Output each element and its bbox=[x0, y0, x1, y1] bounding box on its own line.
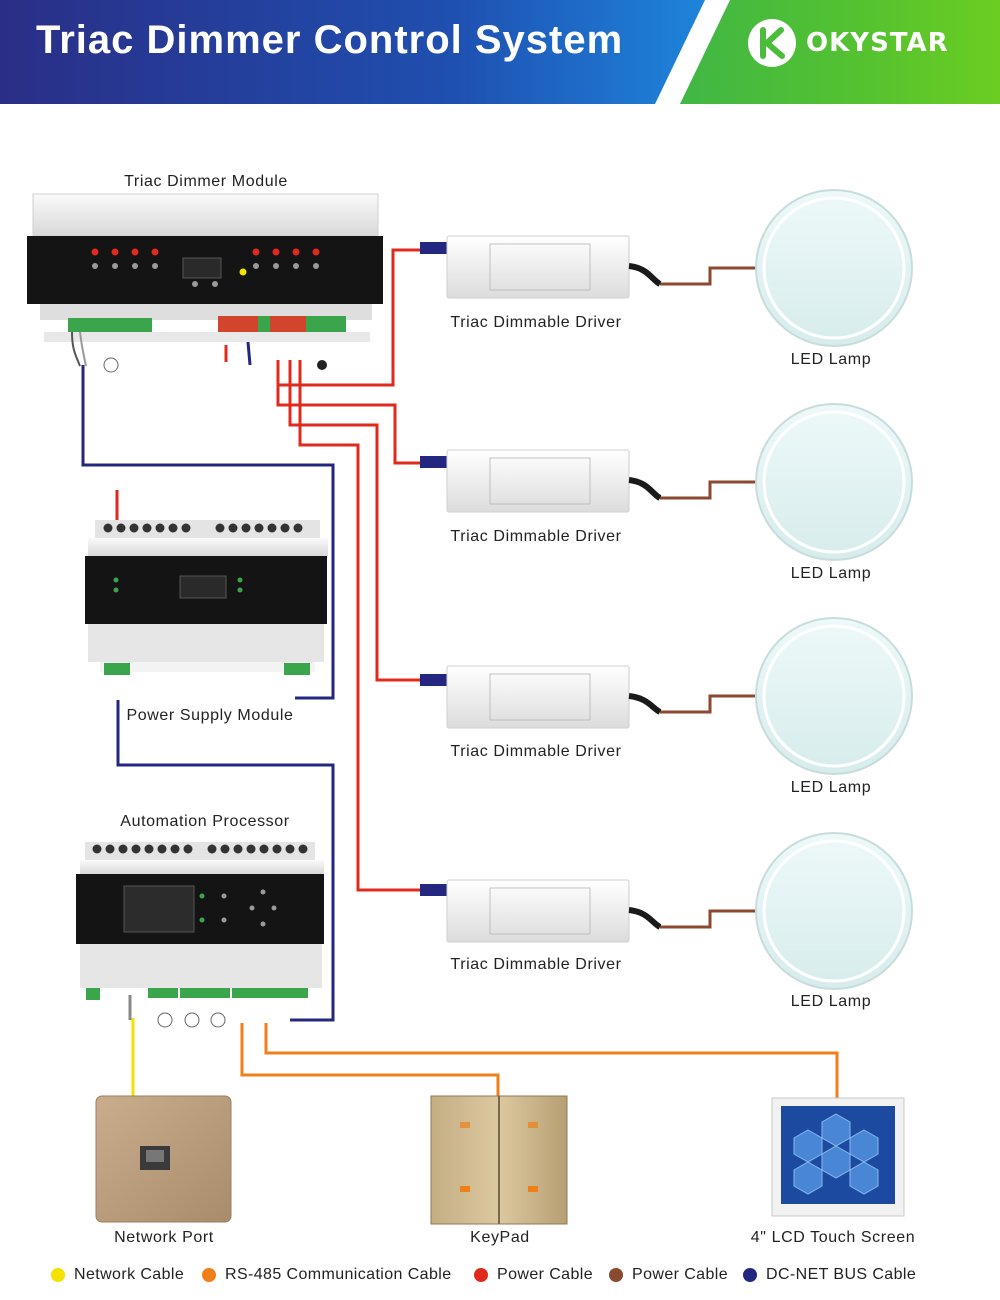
triac-dimmable-driver-2 bbox=[420, 449, 662, 513]
power-supply-module bbox=[85, 520, 328, 675]
brand-logo: OKYSTAR bbox=[748, 18, 949, 68]
automation-processor bbox=[76, 842, 324, 1028]
triac-dimmable-driver-1 bbox=[420, 235, 662, 299]
legend-label: DC-NET BUS Cable bbox=[766, 1266, 917, 1283]
led-lamp-4 bbox=[755, 832, 913, 990]
legend-item-network: Network Cable bbox=[51, 1266, 184, 1284]
power-cables-brown bbox=[660, 266, 758, 929]
label-keypad: KeyPad bbox=[470, 1229, 530, 1246]
rs485-cables bbox=[240, 1023, 839, 1098]
page-title: Triac Dimmer Control System bbox=[36, 18, 624, 62]
label-led-lamp-2: LED Lamp bbox=[791, 565, 871, 582]
legend-item-power-brown: Power Cable bbox=[609, 1266, 728, 1284]
keypad-panel bbox=[430, 1095, 568, 1225]
triac-dimmer-module bbox=[27, 193, 383, 373]
triac-dimmable-driver-3 bbox=[420, 665, 662, 729]
led-lamp-3 bbox=[755, 617, 913, 775]
cable-legend: Network Cable RS-485 Communication Cable… bbox=[0, 1266, 1000, 1288]
label-driver-4: Triac Dimmable Driver bbox=[450, 956, 621, 973]
legend-label: Network Cable bbox=[74, 1266, 185, 1283]
legend-label: Power Cable bbox=[632, 1266, 729, 1283]
triac-dimmable-driver-4 bbox=[420, 879, 662, 943]
label-power-supply-module: Power Supply Module bbox=[126, 707, 293, 724]
label-led-lamp-3: LED Lamp bbox=[791, 779, 871, 796]
label-driver-3: Triac Dimmable Driver bbox=[450, 743, 621, 760]
label-automation-processor: Automation Processor bbox=[120, 813, 289, 830]
label-driver-1: Triac Dimmable Driver bbox=[450, 314, 621, 331]
lcd-touch-screen bbox=[771, 1097, 905, 1217]
label-triac-dimmer-module: Triac Dimmer Module bbox=[124, 173, 288, 190]
legend-label: Power Cable bbox=[497, 1266, 594, 1283]
legend-item-dcnet: DC-NET BUS Cable bbox=[743, 1266, 916, 1284]
legend-item-rs485: RS-485 Communication Cable bbox=[202, 1266, 452, 1284]
legend-item-power-red: Power Cable bbox=[474, 1266, 593, 1284]
network-port-panel bbox=[95, 1095, 232, 1223]
label-driver-2: Triac Dimmable Driver bbox=[450, 528, 621, 545]
label-network-port: Network Port bbox=[114, 1229, 214, 1246]
label-led-lamp-4: LED Lamp bbox=[791, 993, 871, 1010]
dcnet-bus-cables bbox=[81, 365, 335, 1022]
label-led-lamp-1: LED Lamp bbox=[791, 351, 871, 368]
legend-dot-red bbox=[474, 1268, 488, 1282]
led-lamp-1 bbox=[755, 189, 913, 347]
label-lcd-touch-screen: 4" LCD Touch Screen bbox=[751, 1229, 915, 1246]
legend-dot-yellow bbox=[51, 1268, 65, 1282]
power-cables-red bbox=[115, 248, 420, 892]
brand-k-icon bbox=[748, 19, 796, 67]
legend-dot-brown bbox=[609, 1268, 623, 1282]
legend-label: RS-485 Communication Cable bbox=[225, 1266, 452, 1283]
legend-dot-navy bbox=[743, 1268, 757, 1282]
header-banner: Triac Dimmer Control System OKYSTAR bbox=[0, 0, 1000, 104]
led-lamp-2 bbox=[755, 403, 913, 561]
brand-name: OKYSTAR bbox=[806, 28, 949, 58]
legend-dot-orange bbox=[202, 1268, 216, 1282]
banner-green-band bbox=[680, 0, 1000, 104]
